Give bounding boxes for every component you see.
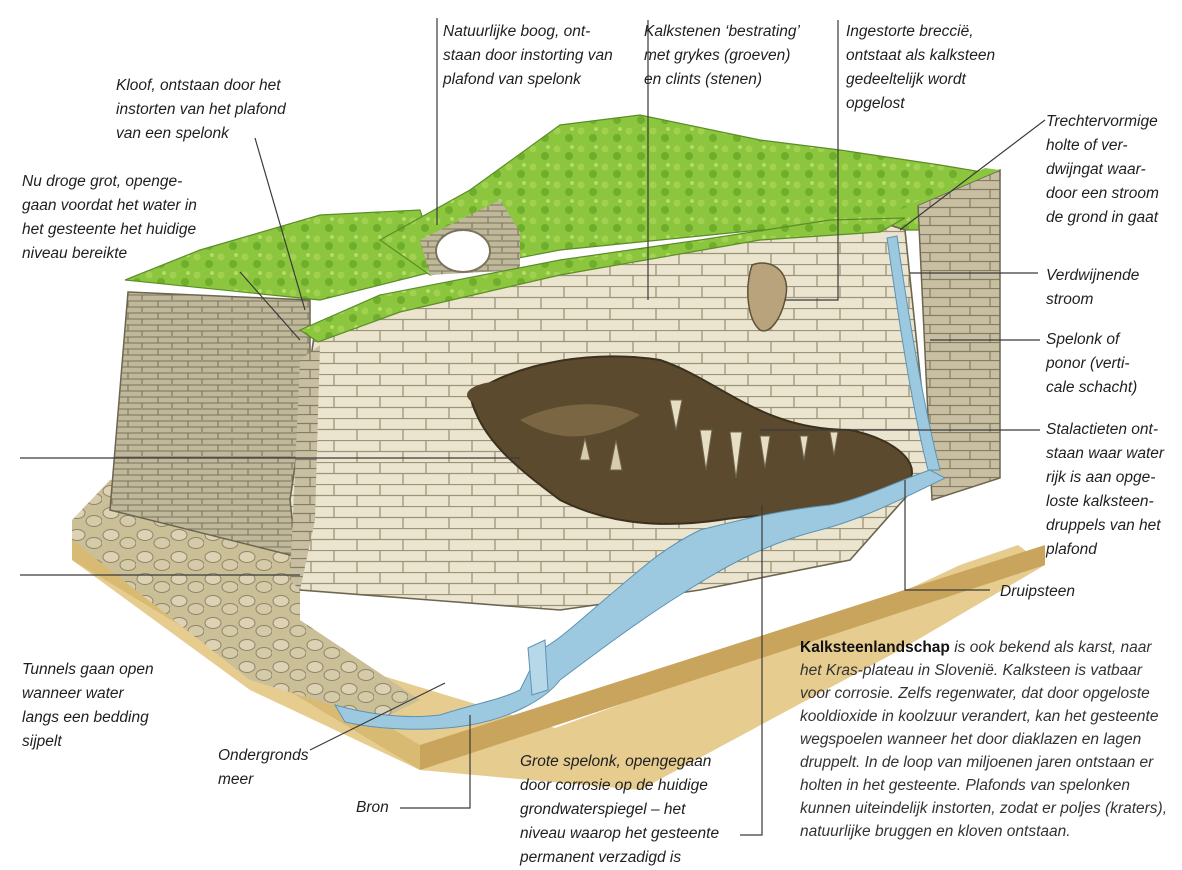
label-natuurlijke-boog: Natuurlijke boog, ont- staan door instor…: [443, 20, 613, 92]
label-kloof: Kloof, ontstaan door het instorten van h…: [116, 74, 286, 146]
label-trechtervormige-holte: Trechtervormige holte of ver- dwijngat w…: [1046, 110, 1159, 230]
label-grote-spelonk: Grote spelonk, opengegaan door corrosie …: [520, 750, 719, 870]
label-bron: Bron: [356, 796, 389, 820]
label-ingestorte-breccie: Ingestorte breccië, ontstaat als kalkste…: [846, 20, 995, 116]
label-druipsteen: Druipsteen: [1000, 580, 1075, 604]
label-droge-grot: Nu droge grot, openge- gaan voordat het …: [22, 170, 197, 266]
label-verdwijnende-stroom: Verdwijnende stroom: [1046, 264, 1139, 312]
label-spelonk-ponor: Spelonk of ponor (verti- cale schacht): [1046, 328, 1137, 400]
label-ondergronds-meer: Ondergronds meer: [218, 744, 308, 792]
description-paragraph: Kalksteenlandschap is ook bekend als kar…: [800, 636, 1170, 843]
label-tunnels: Tunnels gaan open wanneer water langs ee…: [22, 658, 154, 754]
label-kalksteen-bestrating: Kalkstenen ‘bestrating’ met grykes (groe…: [644, 20, 800, 92]
description-body: is ook bekend als karst, naar het Kras-p…: [800, 639, 1167, 840]
label-stalactieten: Stalactieten ont- staan waar water rijk …: [1046, 418, 1164, 562]
description-term: Kalksteenlandschap: [800, 639, 950, 656]
